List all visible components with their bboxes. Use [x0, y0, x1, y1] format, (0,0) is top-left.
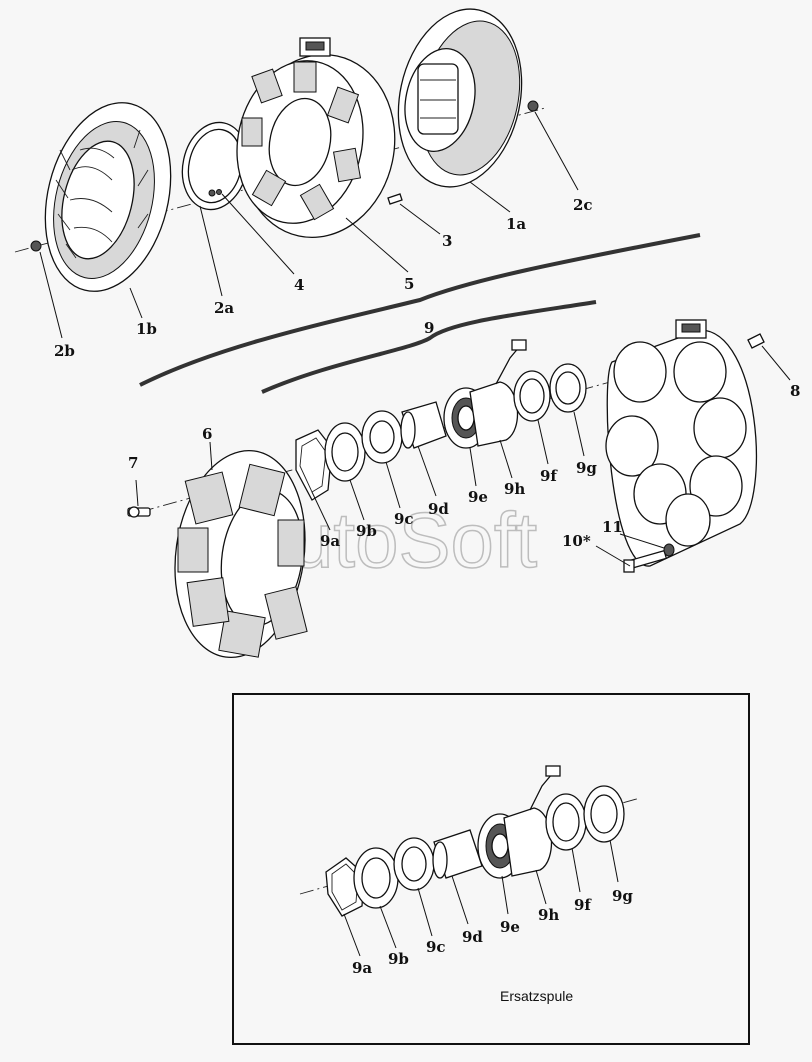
callout-4: 4	[294, 276, 304, 294]
inset-callout-9g: 9g	[612, 887, 633, 905]
brace-9	[261, 300, 597, 394]
inset-leader-9b	[379, 905, 397, 949]
leader-2a	[199, 205, 223, 297]
nut-2b	[30, 240, 42, 252]
leader-5	[345, 217, 409, 273]
leader-9e	[469, 447, 477, 487]
inset-leader-9c	[417, 887, 433, 937]
leader-9g	[573, 411, 585, 457]
brake-disc-1b	[44, 102, 172, 292]
callout-10: 10*	[562, 532, 591, 550]
leader-7	[135, 479, 139, 507]
leader-11	[619, 533, 665, 549]
callout-3: 3	[442, 232, 452, 250]
inset-part-9b	[353, 847, 399, 909]
bolt-7	[127, 506, 151, 518]
inset-part-9f	[545, 793, 587, 851]
leader-9b	[349, 479, 365, 521]
callout-9c: 9c	[394, 510, 414, 528]
callout-5: 5	[404, 275, 414, 293]
inset-callout-9c: 9c	[426, 938, 446, 956]
callout-9d: 9d	[428, 500, 449, 518]
callout-9f: 9f	[540, 467, 558, 485]
leader-9c	[385, 461, 401, 509]
leader-9d	[417, 445, 437, 497]
brake-disc-1a	[397, 8, 523, 188]
gasket-ring-2a	[181, 121, 249, 211]
inset-leader-9a	[343, 913, 361, 957]
leader-8	[761, 345, 791, 381]
coil-part-9a	[295, 429, 333, 501]
inset-leader-9g	[609, 839, 619, 883]
magnet-housing-5	[236, 37, 396, 239]
callout-2a: 2a	[214, 299, 234, 317]
leader-6	[209, 441, 213, 471]
coil-part-9c	[361, 410, 403, 464]
inset-part-9g	[583, 785, 625, 843]
inset-callout-9e: 9e	[500, 918, 520, 936]
callout-1b: 1b	[136, 320, 157, 338]
coil-part-9b	[324, 422, 366, 482]
inset-callout-9a: 9a	[352, 959, 372, 977]
leader-3	[399, 203, 441, 235]
callout-2b: 2b	[54, 342, 75, 360]
leader-9f	[537, 419, 549, 465]
callout-9b: 9b	[356, 522, 377, 540]
callout-2c: 2c	[573, 196, 593, 214]
inset-callout-9b: 9b	[388, 950, 409, 968]
nut-2c	[527, 100, 539, 112]
inset-frame	[232, 693, 750, 1045]
inset-caption: Ersatzspule	[500, 988, 573, 1004]
callout-7: 7	[128, 454, 138, 472]
screw-3	[387, 193, 403, 205]
coil-part-9f	[513, 370, 551, 422]
inset-callout-9d: 9d	[462, 928, 483, 946]
pad-carrier-6	[174, 449, 308, 659]
callout-9a: 9a	[320, 532, 340, 550]
inset-part-9d	[432, 829, 483, 879]
leader-1b	[129, 287, 143, 319]
callout-9: 9	[424, 319, 434, 337]
inset-leader-9d	[451, 875, 469, 925]
leader-9a	[311, 491, 331, 531]
brace-5	[139, 233, 701, 387]
coil-part-9d	[400, 401, 447, 449]
nut-11	[663, 543, 675, 557]
leader-10	[595, 545, 631, 567]
leader-1a	[469, 181, 511, 213]
callout-6: 6	[202, 425, 212, 443]
bolt-8	[747, 333, 765, 349]
inset-leader-9h	[535, 869, 547, 905]
inset-leader-9f	[571, 847, 581, 893]
callout-11: 11	[602, 518, 623, 536]
callout-8: 8	[790, 382, 800, 400]
inset-callout-9h: 9h	[538, 906, 559, 924]
inset-callout-9f: 9f	[574, 896, 592, 914]
callout-1a: 1a	[506, 215, 526, 233]
inset-leader-9e	[501, 875, 509, 915]
leader-2b	[39, 251, 63, 339]
pin-4	[216, 189, 222, 195]
callout-9h: 9h	[504, 480, 525, 498]
inset-part-9c	[393, 837, 435, 891]
coil-part-9h	[469, 339, 527, 447]
callout-9e: 9e	[468, 488, 488, 506]
coil-housing-8	[605, 319, 758, 567]
callout-9g: 9g	[576, 459, 597, 477]
leader-2c	[534, 111, 579, 191]
leader-4	[221, 193, 295, 275]
coil-part-9g	[549, 363, 587, 413]
leader-9h	[499, 439, 513, 479]
